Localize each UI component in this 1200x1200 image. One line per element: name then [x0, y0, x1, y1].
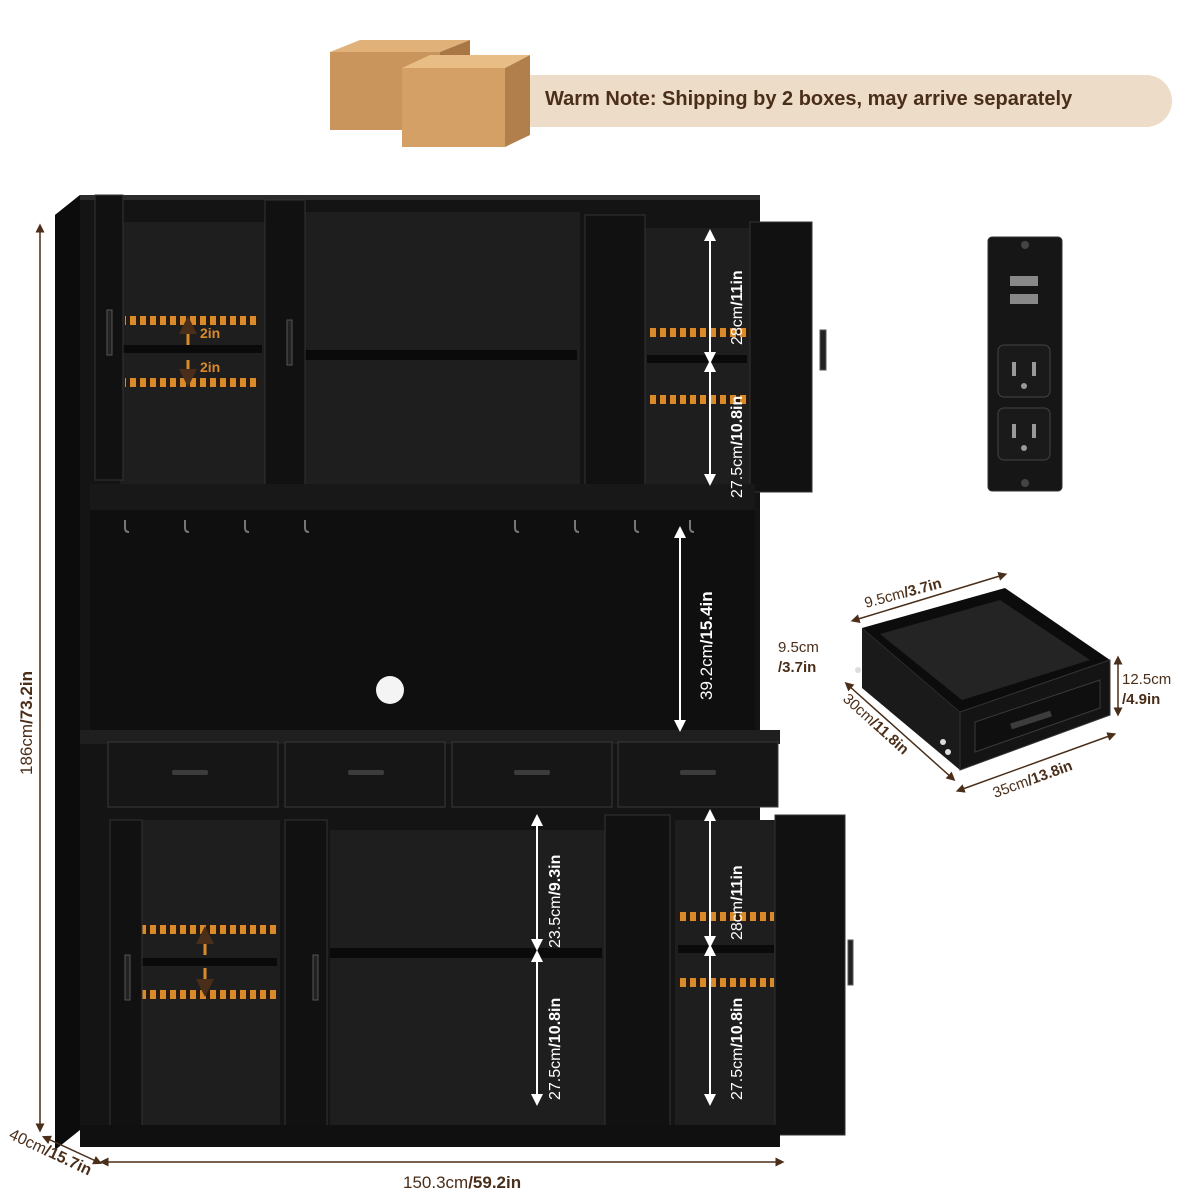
drawer-left-height-in: /3.7in	[778, 659, 816, 676]
drawer-front-height-cm: 12.5cm	[1122, 671, 1171, 688]
bottom-center-lower-dimension: 27.5cm/10.8in	[547, 998, 564, 1100]
top-adjust-down-label: 2in	[200, 359, 220, 375]
hutch-opening-dimension: 39.2cm/15.4in	[697, 591, 716, 700]
shelf-adjust-top-lower	[125, 378, 260, 387]
drawer-front-height-in: /4.9in	[1122, 691, 1160, 708]
power-outlet-icon	[987, 236, 1063, 492]
drawer-top-dimension: 9.5cm/3.7in	[863, 575, 944, 612]
warm-note-banner	[470, 75, 1172, 127]
bottom-right-upper-dimension: 28cm/11in	[729, 865, 746, 940]
bottom-right-lower-dimension: 27.5cm/10.8in	[729, 998, 746, 1100]
top-right-upper-cm: 28cm/11in	[729, 270, 746, 345]
warm-note-text: Warm Note: Shipping by 2 boxes, may arri…	[545, 88, 1073, 110]
top-adjust-up-label: 2in	[200, 325, 220, 341]
drawer-row	[107, 741, 779, 808]
top-right-lower-dimension: 27.5cm/10.8in	[729, 396, 746, 498]
overall-height-dimension: 186cm/73.2in	[17, 671, 36, 775]
shelf-adjust-top-upper	[125, 316, 260, 325]
hutch-cabinet	[55, 194, 854, 1150]
drawer-left-height-cm: 9.5cm	[778, 639, 819, 656]
cable-hole	[376, 676, 404, 704]
overall-width-dimension: 150.3cm/59.2in	[403, 1173, 521, 1192]
shipping-boxes-icon	[330, 40, 530, 147]
bottom-center-upper-dimension: 23.5cm/9.3in	[547, 855, 564, 948]
